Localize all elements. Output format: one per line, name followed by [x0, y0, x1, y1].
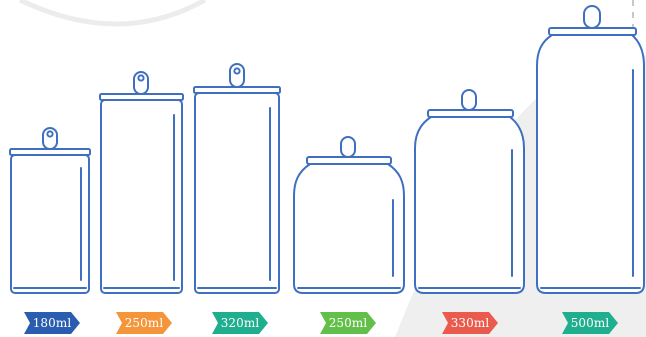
can-body — [11, 155, 89, 293]
can-500ml — [537, 6, 644, 293]
can-330ml — [415, 90, 524, 293]
can-tab — [341, 137, 355, 157]
can-320ml — [194, 64, 280, 293]
label-500ml: 500ml — [562, 312, 618, 334]
label-250ml-slim: 250ml — [116, 312, 172, 334]
can-180ml — [10, 128, 90, 293]
can-body — [195, 93, 279, 293]
can-body — [537, 35, 644, 293]
label-180ml: 180ml — [24, 312, 80, 334]
can-250ml-stubby — [294, 137, 404, 293]
can-250ml-slim — [100, 72, 183, 293]
can-lid — [307, 157, 391, 164]
label-320ml: 320ml — [212, 312, 268, 334]
can-body — [101, 100, 182, 293]
can-body — [415, 117, 524, 293]
can-lid — [549, 28, 636, 35]
can-tab — [462, 90, 476, 110]
can-tab-hole — [47, 131, 52, 136]
can-tab — [584, 6, 600, 28]
label-330ml: 330ml — [442, 312, 498, 334]
can-tab-hole — [138, 75, 143, 80]
can-body — [294, 164, 404, 293]
can-tab-hole — [234, 68, 239, 73]
can-lid — [428, 110, 513, 117]
label-250ml-stubby: 250ml — [320, 312, 376, 334]
